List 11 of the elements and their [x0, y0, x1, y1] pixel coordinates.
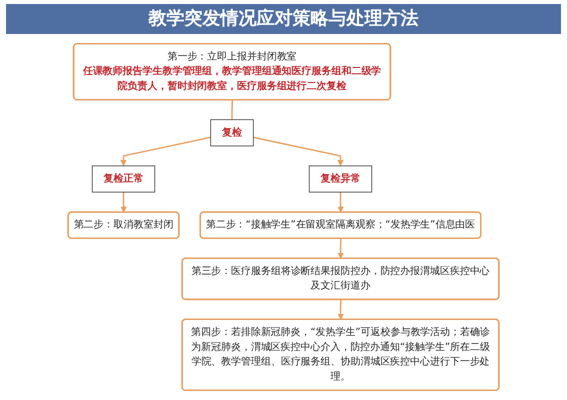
arrow [338, 192, 344, 213]
arrow [120, 136, 211, 166]
node-box: 复检 [210, 119, 254, 146]
title-banner: 教学突发情况应对策略与处理方法 [6, 4, 561, 34]
arrow [338, 300, 344, 320]
arrow [338, 238, 344, 259]
node-box: 复检异常 [308, 166, 372, 192]
connector [231, 100, 234, 120]
arrow [120, 192, 127, 213]
node-box: 复检正常 [92, 166, 156, 192]
arrow [253, 136, 344, 166]
